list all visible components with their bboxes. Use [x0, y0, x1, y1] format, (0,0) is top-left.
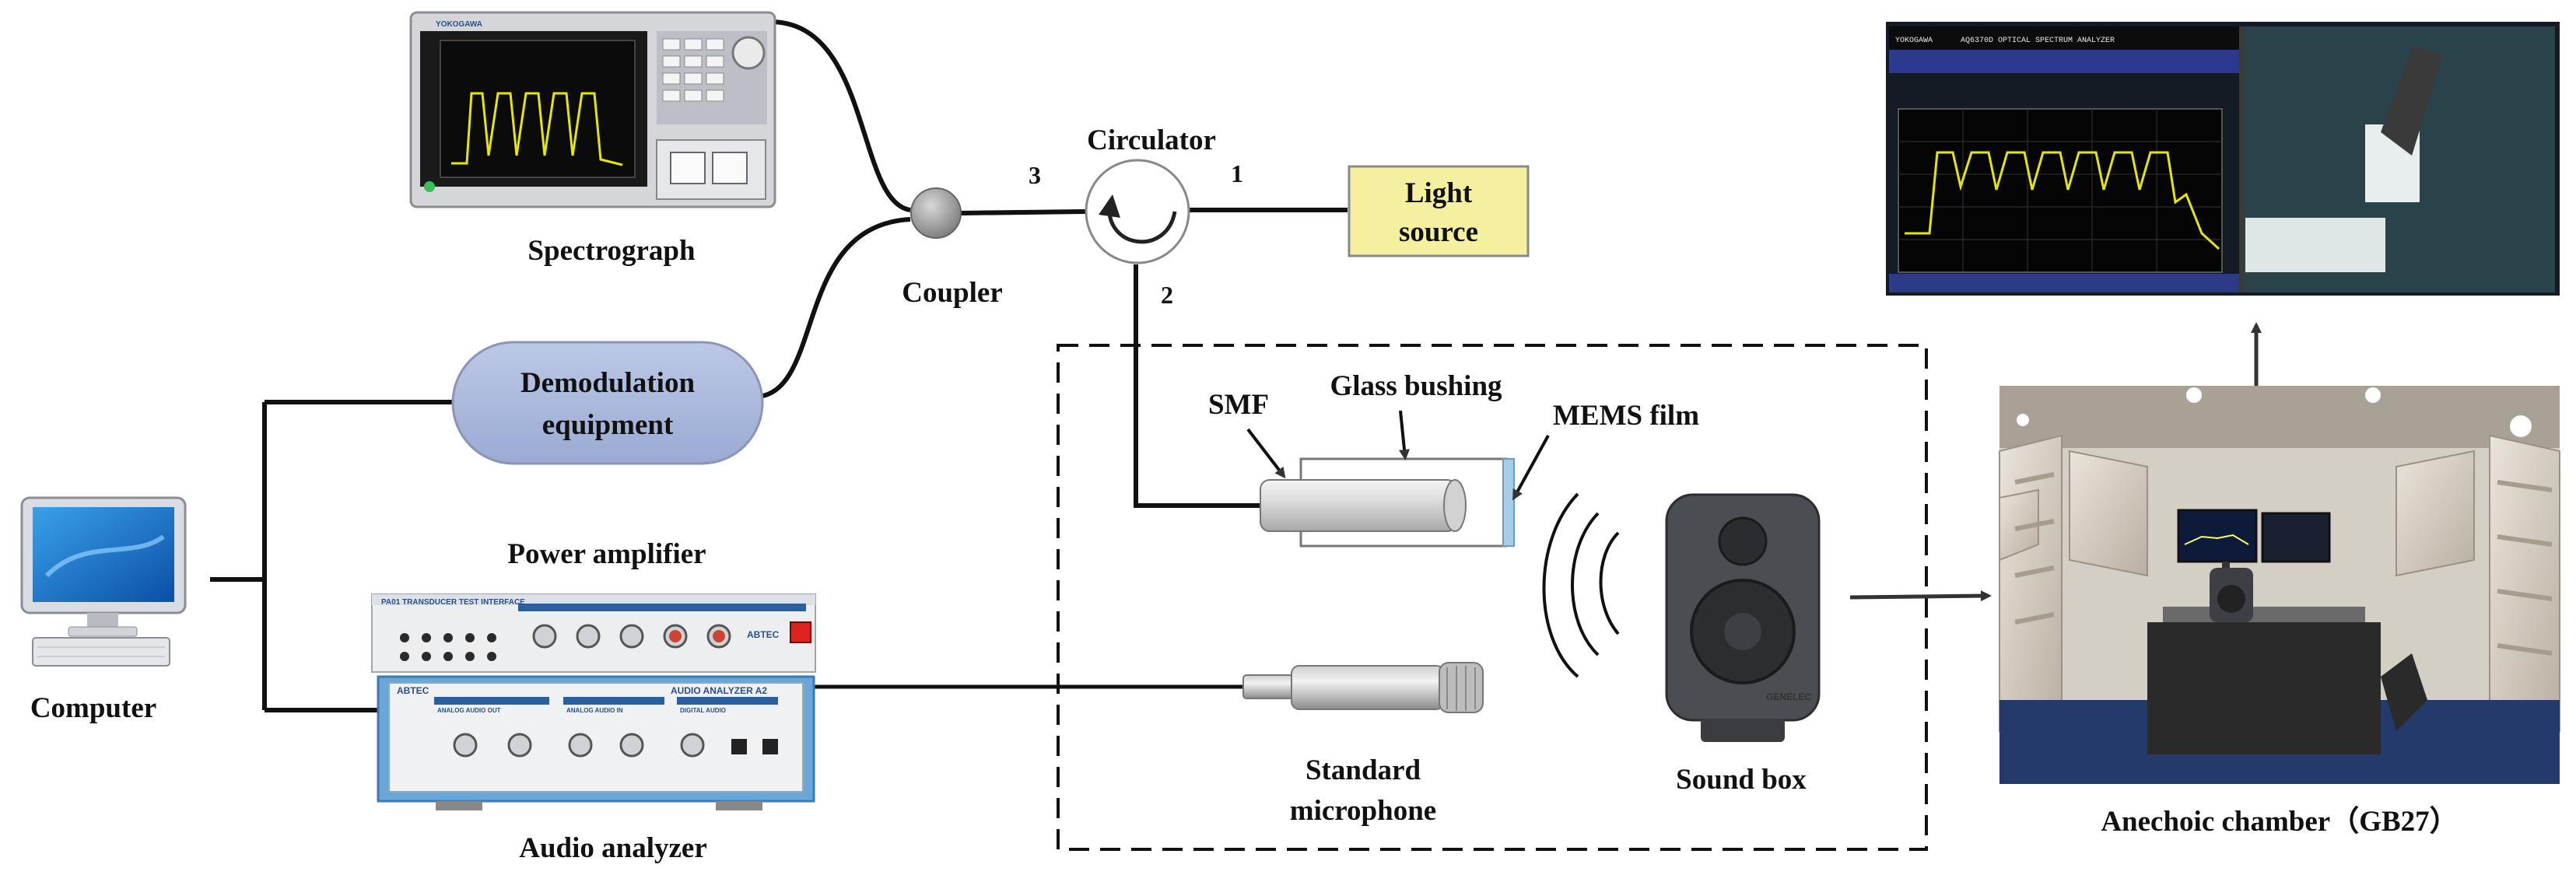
light-source-label-line1: Light: [1405, 177, 1473, 209]
anechoic-chamber-photo: [1999, 386, 2560, 784]
line-spectrograph-coupler: [769, 19, 911, 212]
power-amp-title: PA01 TRANSDUCER TEST INTERFACE: [381, 598, 525, 607]
audio-analyzer-digital: DIGITAL AUDIO: [680, 707, 726, 714]
power-amp-brand: ABTEC: [747, 629, 780, 640]
audio-analyzer-in: ANALOG AUDIO IN: [566, 707, 623, 714]
circulator-symbol: [1085, 159, 1190, 264]
light-source-label-line2: source: [1399, 216, 1478, 248]
mems-film-label: MEMS film: [1553, 400, 1699, 432]
sound-waves: [1542, 492, 1620, 678]
sound-box-speaker: GENELEC: [1665, 493, 1821, 742]
standard-microphone-label-line2: microphone: [1290, 795, 1436, 827]
standard-microphone-label-line1: Standard: [1306, 754, 1421, 786]
circulator-port-2: 2: [1161, 281, 1173, 309]
line-coupler-circulator: [960, 209, 1086, 215]
spectrograph-device: YOKOGAWA: [409, 11, 776, 208]
smf-label: SMF: [1208, 389, 1269, 421]
fiber-sensor-head: [1260, 457, 1515, 548]
circulator-label: Circulator: [1087, 124, 1216, 156]
audio-analyzer-title: AUDIO ANALYZER A2: [671, 685, 767, 696]
circulator-port-3: 3: [1029, 161, 1041, 189]
standard-microphone: [1242, 662, 1484, 713]
power-amplifier-device: PA01 TRANSDUCER TEST INTERFACE ABTEC: [371, 593, 816, 673]
sound-box-label: Sound box: [1676, 764, 1807, 796]
coupler-label: Coupler: [902, 277, 1003, 309]
computer-label: Computer: [30, 692, 156, 724]
anechoic-chamber-label: Anechoic chamber（GB27）: [2101, 805, 2458, 838]
light-source-box: [1348, 165, 1530, 257]
audio-analyzer-out: ANALOG AUDIO OUT: [437, 707, 501, 714]
power-amplifier-label: Power amplifier: [507, 538, 706, 570]
osa-title: AQ6370D OPTICAL SPECTRUM ANALYZER: [1961, 37, 2115, 45]
spectrograph-brand: YOKOGAWA: [436, 20, 482, 29]
line-circulator-smf: [1134, 264, 1264, 508]
demodulation-label-line2: equipment: [542, 409, 674, 441]
demodulation-label-line1: Demodulation: [520, 367, 696, 399]
arrow-to-chamber: [1849, 590, 1992, 602]
circulator-port-1: 1: [1231, 159, 1243, 187]
glass-bushing-label: Glass bushing: [1330, 370, 1502, 402]
audio-analyzer-device: ABTEC AUDIO ANALYZER A2 ANALOG AUDIO OUT…: [377, 675, 815, 810]
osa-display-photo: YOKOGAWA AQ6370D OPTICAL SPECTRUM ANALYZ…: [1886, 22, 2560, 296]
demodulation-box: [451, 341, 764, 465]
audio-analyzer-brand: ABTEC: [397, 685, 429, 696]
spectrograph-label: Spectrograph: [527, 235, 696, 267]
audio-analyzer-label: Audio analyzer: [519, 832, 707, 864]
computer-icon: [20, 496, 187, 667]
line-demod-coupler: [758, 217, 911, 399]
coupler-node: [910, 187, 962, 239]
osa-brand: YOKOGAWA: [1895, 37, 1933, 45]
speaker-brand: GENELEC: [1766, 691, 1811, 702]
